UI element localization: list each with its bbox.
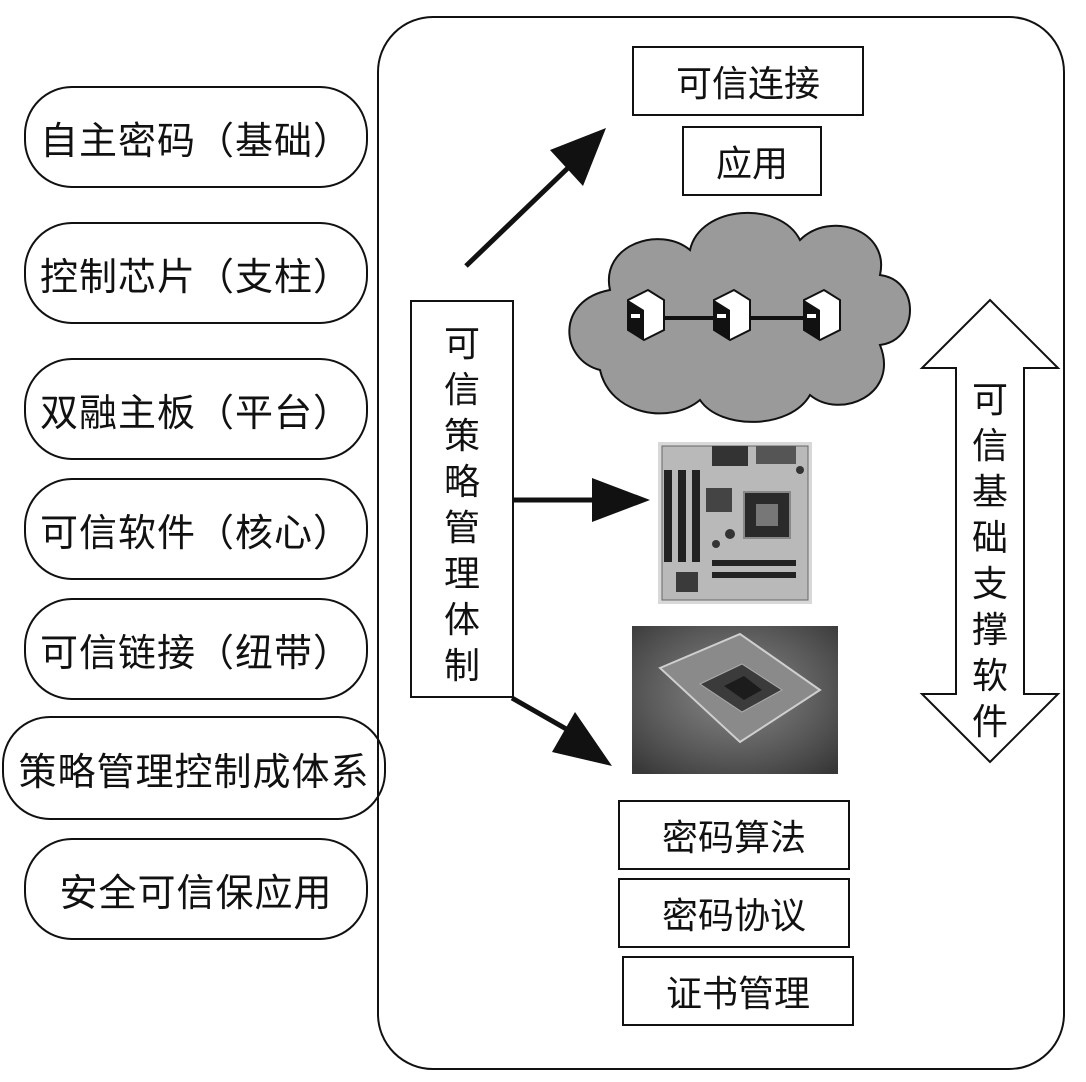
policy-char: 制 — [443, 646, 480, 687]
policy-char: 略 — [443, 462, 480, 503]
policy-box — [410, 300, 514, 698]
cert-management-label: 证书管理 — [665, 974, 810, 1015]
cert-management-box: 证书管理 — [622, 956, 854, 1026]
trusted-connect-label: 可信连接 — [675, 64, 820, 105]
pill-crypto-label: 自主密码（基础） — [39, 118, 352, 163]
arrow-to-chip — [510, 695, 612, 766]
support-char: 件 — [971, 702, 1008, 743]
server-icon — [803, 288, 841, 342]
pill-link-label: 可信链接（纽带） — [39, 630, 352, 675]
application-box: 应用 — [682, 126, 822, 196]
support-char: 支 — [971, 564, 1008, 605]
policy-text: 可 信 策 略 管 理 体 制 — [410, 322, 514, 690]
pill-software: 可信软件（核心） — [24, 478, 368, 580]
pill-chip: 控制芯片（支柱） — [24, 222, 368, 324]
pill-policy: 策略管理控制成体系 — [2, 716, 386, 820]
pill-mainboard: 双融主板（平台） — [24, 358, 368, 460]
support-char: 基 — [971, 472, 1008, 513]
pill-crypto: 自主密码（基础） — [24, 86, 368, 188]
policy-char: 体 — [443, 600, 480, 641]
policy-char: 管 — [443, 508, 480, 549]
server-icon — [713, 288, 751, 342]
pill-application-label: 安全可信保应用 — [59, 870, 333, 915]
support-char: 可 — [971, 380, 1008, 421]
chip-image — [632, 626, 838, 774]
server-icon — [627, 288, 665, 342]
crypto-algorithm-label: 密码算法 — [661, 818, 806, 859]
support-char: 信 — [971, 426, 1008, 467]
policy-char: 策 — [443, 416, 480, 457]
cloud-network-icon — [568, 211, 911, 423]
support-text: 可 信 基 础 支 撑 软 件 — [956, 378, 1024, 746]
arrow-to-connect — [464, 128, 606, 268]
support-char: 软 — [971, 656, 1008, 697]
pill-policy-label: 策略管理控制成体系 — [18, 749, 370, 794]
support-char: 撑 — [971, 610, 1008, 651]
trusted-system-container — [377, 16, 1065, 1070]
policy-char: 理 — [443, 554, 480, 595]
pill-software-label: 可信软件（核心） — [39, 510, 352, 555]
pill-application: 安全可信保应用 — [24, 838, 368, 940]
policy-char: 信 — [443, 370, 480, 411]
crypto-protocol-label: 密码协议 — [661, 896, 806, 937]
crypto-algorithm-box: 密码算法 — [618, 800, 850, 870]
pill-chip-label: 控制芯片（支柱） — [39, 254, 352, 299]
trusted-connect-box: 可信连接 — [632, 46, 864, 116]
arrow-to-motherboard — [512, 478, 650, 522]
crypto-protocol-box: 密码协议 — [618, 878, 850, 948]
policy-char: 可 — [443, 324, 480, 365]
pill-mainboard-label: 双融主板（平台） — [39, 390, 352, 435]
support-double-arrow — [919, 298, 1061, 764]
motherboard-image — [658, 442, 812, 604]
support-char: 础 — [971, 518, 1008, 559]
pill-link: 可信链接（纽带） — [24, 598, 368, 700]
application-label: 应用 — [715, 144, 788, 185]
